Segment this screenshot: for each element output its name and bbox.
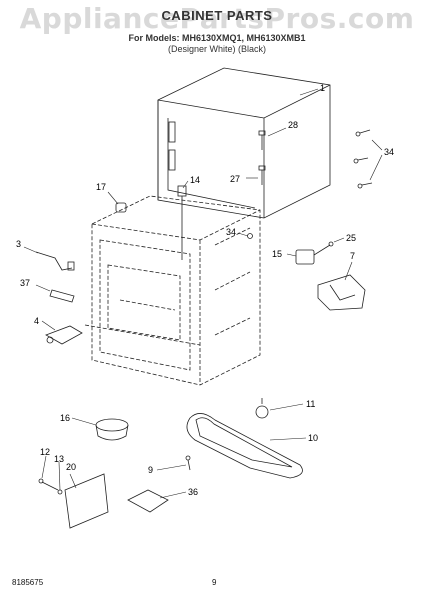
chassis-frame <box>84 195 261 386</box>
callout-36: 36 <box>188 487 198 497</box>
part-14 <box>177 185 187 260</box>
part-7-bracket <box>317 274 366 311</box>
document-number: 8185675 <box>12 578 44 587</box>
screws-34 <box>353 129 373 189</box>
part-15-switch <box>295 241 334 265</box>
callout-17: 17 <box>96 182 106 192</box>
callout-37: 37 <box>20 278 30 288</box>
callout-34: 34 <box>384 147 394 157</box>
part-11 <box>255 398 269 419</box>
callout-16: 16 <box>60 413 70 423</box>
part-20-plate <box>64 473 109 529</box>
screw-28 <box>258 130 266 150</box>
cabinet-wrapper <box>157 67 331 219</box>
leader-lines <box>23 88 383 499</box>
page-number: 9 <box>212 578 217 587</box>
callout-14: 14 <box>190 175 200 185</box>
callout-20: 20 <box>66 462 76 472</box>
part-36 <box>127 489 169 513</box>
diagram-title: CABINET PARTS <box>161 8 273 23</box>
part-4 <box>45 325 83 345</box>
callout-3: 3 <box>16 239 21 249</box>
watermark: AppliancePartsPros.com <box>19 2 415 35</box>
callout-9: 9 <box>148 465 153 475</box>
screw-27 <box>258 165 266 185</box>
callout-15: 15 <box>272 249 282 259</box>
part-12-13-screws <box>38 478 63 495</box>
callout-labels: 1 28 34 17 14 27 34 25 15 7 3 37 4 11 16… <box>16 83 394 497</box>
part-17 <box>115 202 127 213</box>
part-16 <box>95 418 129 441</box>
callout-27: 27 <box>230 174 240 184</box>
model-colors: (Designer White) (Black) <box>167 44 267 54</box>
part-10-tray <box>186 413 303 479</box>
callout-12: 12 <box>40 447 50 457</box>
callout-34-small: 34 <box>226 227 236 237</box>
callout-28: 28 <box>288 120 298 130</box>
part-9-screw <box>185 455 191 471</box>
callout-25: 25 <box>346 233 356 243</box>
callout-1: 1 <box>320 83 325 93</box>
callout-10: 10 <box>308 433 318 443</box>
part-3-bracket <box>35 251 75 271</box>
callout-4: 4 <box>34 316 39 326</box>
callout-7: 7 <box>350 251 355 261</box>
model-numbers: For Models: MH6130XMQ1, MH6130XMB1 <box>128 33 306 43</box>
part-37 <box>49 289 75 303</box>
callout-11: 11 <box>306 399 315 409</box>
part-34-screw <box>247 233 253 239</box>
callout-13: 13 <box>54 454 64 464</box>
